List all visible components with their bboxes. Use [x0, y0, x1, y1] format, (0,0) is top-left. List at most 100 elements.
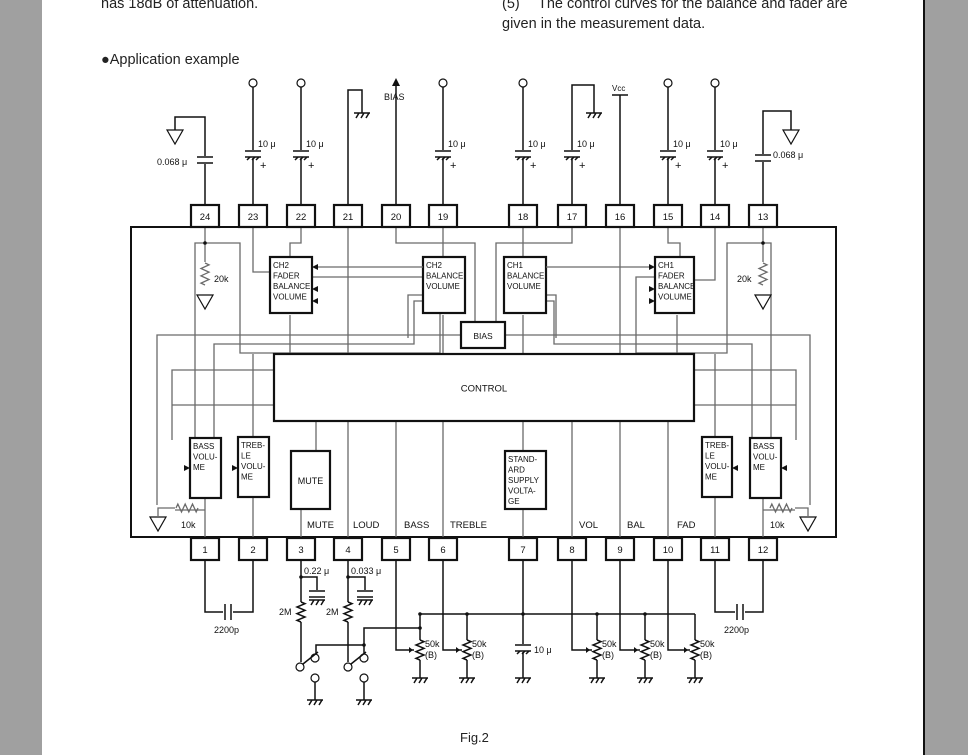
ground-icon [459, 677, 475, 684]
ch2-fader-block-label: CH2 [273, 261, 290, 270]
pin-box-top [427, 203, 459, 229]
pin-number: 22 [296, 212, 307, 223]
pin-number: 16 [615, 212, 626, 223]
pot-type-label: (B) [425, 650, 437, 660]
cap-label-10u: 10 μ [528, 139, 546, 149]
pin-number: 21 [343, 212, 354, 223]
junction-dot [465, 612, 469, 616]
pin-box-bottom [652, 536, 684, 562]
treble-left-block-label: LE [241, 452, 251, 461]
cap-label-10u: 10 μ [720, 139, 738, 149]
pin-box-bottom [332, 536, 364, 562]
ground-icon [307, 699, 323, 706]
pin-number: 8 [569, 545, 574, 556]
ground-icon [687, 677, 703, 684]
pin-label-bass: BASS [404, 520, 429, 531]
internal-wiring [156, 227, 811, 537]
res-label-10k-right: 10k [770, 520, 785, 530]
signal-arrow-icon [649, 298, 655, 304]
pin-number: 18 [518, 212, 529, 223]
polarity-plus: + [308, 160, 314, 172]
ch2-fader-block-label: BALANCE [273, 282, 310, 291]
pin-box-top [237, 203, 269, 229]
wiper-arrow-icon [684, 647, 688, 653]
ground-triangle-icon [195, 294, 215, 311]
polarity-plus: + [260, 160, 266, 172]
pin-number: 14 [710, 212, 721, 223]
pin-number: 9 [617, 545, 622, 556]
terminal-icon [438, 78, 448, 88]
wiper-arrow-icon [456, 647, 460, 653]
ch1-balance-block-label: BALANCE [507, 272, 544, 281]
ch2-fader-block-label: FADER [273, 272, 300, 281]
pin-label-mute: MUTE [307, 520, 334, 531]
resistor-icon [757, 262, 769, 286]
bias-block-label: BIAS [473, 331, 493, 341]
res-label-20k-right: 20k [737, 274, 752, 284]
wiper-arrow-icon [634, 647, 638, 653]
pin-label-vol: VOL [579, 520, 598, 531]
ch2-balance-block [421, 255, 467, 315]
ground-icon [357, 599, 373, 606]
ic-outline [130, 226, 837, 538]
treble-left-block-label: TREB- [241, 441, 265, 450]
ch1-balance-block [502, 255, 548, 315]
capacitor-icon [309, 590, 325, 598]
ch2-balance-block-label: CH2 [426, 261, 443, 270]
capacitor-icon [197, 156, 213, 164]
ch1-fader-block-label: FADER [658, 272, 685, 281]
pin-box-top [285, 203, 317, 229]
signal-arrow-icon [312, 264, 318, 270]
ground-icon [356, 699, 372, 706]
ground-triangle-icon [148, 516, 168, 533]
treble-right-block-label: LE [705, 452, 715, 461]
pin-box-bottom [285, 536, 317, 562]
ch1-fader-block [653, 255, 696, 315]
pin-box-bottom [237, 536, 269, 562]
pin-box-top [747, 203, 779, 229]
treble-left-block [236, 435, 271, 499]
section-heading: ●Application example [101, 52, 240, 68]
bias-arrow-icon [392, 78, 400, 86]
junction-dot [203, 241, 207, 245]
pin-number: 13 [758, 212, 769, 223]
res-label-20k-left: 20k [214, 274, 229, 284]
cap-label-pin13: 0.068 μ [773, 150, 803, 160]
top-external-wiring [174, 78, 792, 205]
terminal-icon [248, 78, 258, 88]
bass-right-block-label: BASS [753, 442, 774, 451]
cap-label-10u: 10 μ [258, 139, 276, 149]
mute-block [289, 449, 332, 511]
cap-label-pin7: 10 μ [534, 645, 552, 655]
wiper-arrow-icon [409, 647, 413, 653]
junction-dot [299, 575, 303, 579]
ground-icon [354, 112, 370, 119]
pin-number: 17 [567, 212, 578, 223]
pin-box-top [507, 203, 539, 229]
ground-icon [589, 677, 605, 684]
pot-label: 50k [650, 639, 665, 649]
switch-contact-icon [310, 673, 320, 683]
figure-caption: Fig.2 [460, 730, 489, 745]
bass-left-block-label: ME [193, 463, 205, 472]
resistor-icon [175, 502, 199, 514]
pin-box-top [556, 203, 588, 229]
pin-box-bottom [380, 536, 412, 562]
pin-box-top [699, 203, 731, 229]
junction-dot [643, 612, 647, 616]
signal-arrow-icon [649, 264, 655, 270]
ground-triangle-icon [165, 129, 185, 146]
switch-contact-icon [359, 673, 369, 683]
polarity-plus: + [450, 160, 456, 172]
resistor-icon [199, 262, 211, 286]
ground-icon [412, 677, 428, 684]
pin-label-loud: LOUD [353, 520, 380, 531]
terminal-icon [710, 78, 720, 88]
bass-left-block [188, 436, 223, 500]
ground-triangle-icon [753, 294, 773, 311]
pin-number: 1 [202, 545, 207, 556]
signal-arrow-icon [312, 286, 318, 292]
resistor-icon [414, 639, 426, 661]
pin-number: 10 [663, 545, 674, 556]
pin-box-top [380, 203, 412, 229]
